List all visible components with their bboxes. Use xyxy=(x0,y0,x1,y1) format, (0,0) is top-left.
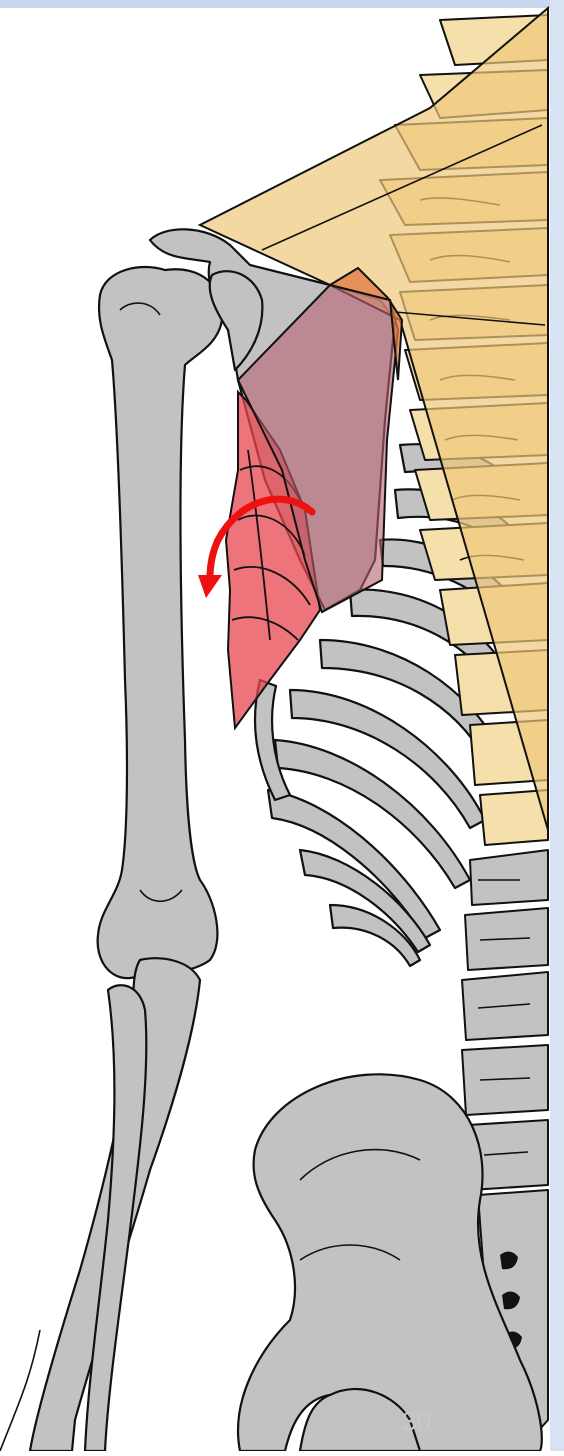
page-number: 30 xyxy=(402,1406,431,1437)
humerus xyxy=(98,267,223,978)
left-arm xyxy=(0,267,222,1451)
top-border xyxy=(0,0,564,8)
right-border xyxy=(550,0,564,1451)
